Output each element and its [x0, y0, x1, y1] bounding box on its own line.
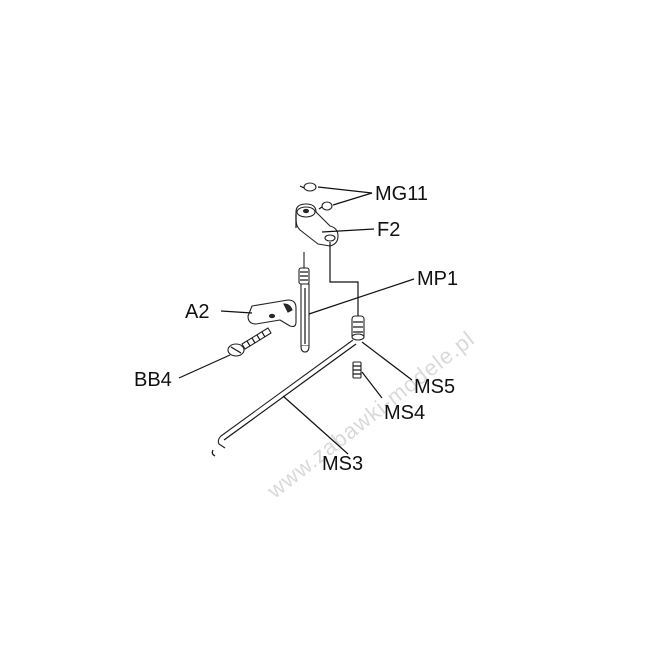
pushrod-ms3	[211, 339, 357, 457]
label-mp1: MP1	[417, 268, 458, 290]
leader-mp1	[308, 278, 415, 315]
label-f2: F2	[377, 219, 400, 241]
label-bb4: BB4	[134, 369, 172, 391]
leader-ms5	[361, 341, 413, 381]
leader-bb4	[178, 354, 231, 379]
label-ms3: MS3	[322, 453, 363, 475]
watermark-text: www.zabawki-modele.pl	[262, 326, 480, 504]
ball-link-ms5	[351, 315, 365, 341]
leader-mg11-b	[332, 192, 373, 206]
label-ms4: MS4	[384, 402, 425, 424]
e-clip-mg11-upper	[299, 182, 317, 192]
alignment-line	[329, 242, 359, 316]
shaft-mp1	[298, 252, 310, 353]
label-mg11: MG11	[375, 183, 428, 205]
label-ms5: MS5	[414, 376, 455, 398]
leader-mg11-a	[317, 186, 373, 194]
label-a2: A2	[185, 301, 209, 323]
set-screw-ms4	[352, 361, 362, 379]
leader-ms3	[282, 395, 349, 455]
screw-bb4	[227, 327, 272, 357]
leader-a2	[220, 310, 253, 314]
bellcrank-f2	[295, 203, 339, 247]
leader-ms4	[361, 371, 383, 399]
e-clip-mg11-lower	[318, 201, 333, 211]
horn-a2	[247, 299, 297, 328]
leader-f2	[321, 228, 375, 233]
